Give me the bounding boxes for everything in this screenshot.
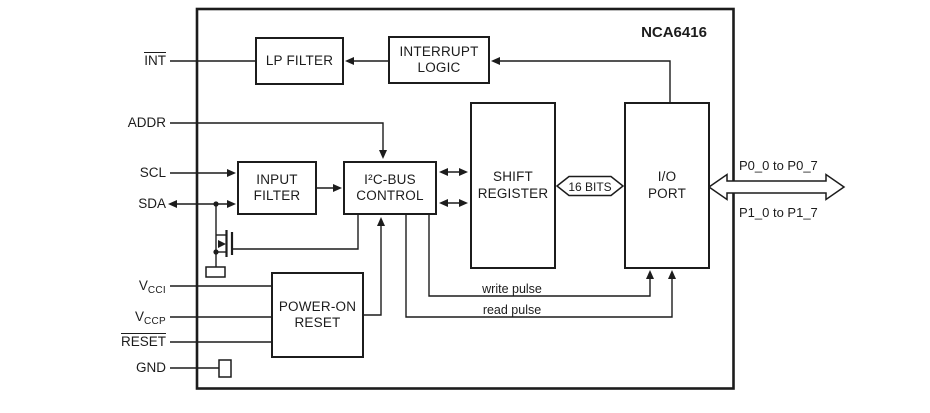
pin-label-gnd: GND [136, 360, 166, 375]
arrow-read-up [668, 270, 676, 279]
wire-por-to-i2c [364, 222, 382, 316]
block-i2c-bus-control: I²C-BUS CONTROL [343, 161, 437, 215]
16-bit-bus-arrow [555, 175, 625, 197]
bus-label-port0: P0_0 to P0_7 [739, 158, 818, 173]
pin-label-int: INT [70, 51, 166, 71]
arrow-bidir2-right [459, 199, 468, 207]
chip-boundary [195, 7, 735, 390]
arrow-into-i2c [333, 184, 342, 192]
vcci-base: V [138, 278, 148, 293]
block-input-filter: INPUT FILTER [237, 161, 317, 215]
sda-junction-dot [213, 201, 219, 207]
arrow-write-up [646, 270, 654, 279]
arrow-bidir2-left [439, 199, 448, 207]
connection-wires [170, 60, 673, 369]
vccp-base: V [134, 309, 144, 324]
mosfet-body-arrow [218, 240, 226, 248]
write-pulse-label: write pulse [482, 282, 542, 296]
arrow-addr-down [379, 150, 387, 159]
wire-read-pulse [405, 214, 673, 318]
read-pulse-label: read pulse [482, 303, 542, 317]
block-lp-filter: LP FILTER [255, 37, 344, 85]
arrow-sda-left [168, 200, 177, 208]
mosfet-junction-dot [213, 249, 219, 255]
arrow-bidir1-right [459, 168, 468, 176]
wire-write-pulse [428, 214, 651, 297]
vcci-subscript: CCI [147, 285, 166, 296]
block-io-port: I/O PORT [624, 102, 710, 269]
vccp-subscript: CCP [143, 316, 166, 327]
arrow-into-lpfilter [345, 57, 354, 65]
pin-label-reset: RESET [70, 332, 166, 352]
wire-addr [170, 122, 384, 154]
int-overline-text: INT [144, 52, 166, 68]
bus-label-port1: P1_0 to P1_7 [739, 205, 818, 220]
arrow-bidir1-left [439, 168, 448, 176]
arrowheads [168, 57, 676, 279]
arrow-sda-right [227, 200, 236, 208]
block-shift-register: SHIFT REGISTER [470, 102, 556, 269]
chip-title: NCA6416 [641, 24, 707, 41]
arrow-por-up [377, 217, 385, 226]
arrow-into-ilogic [491, 57, 500, 65]
mosfet-symbol [205, 201, 359, 278]
gnd-resistor-symbol [218, 359, 232, 378]
pin-label-scl: SCL [139, 165, 166, 180]
block-power-on-reset: POWER-ON RESET [271, 272, 364, 358]
resistor-symbol [205, 266, 226, 278]
port-bus-arrow [707, 173, 846, 201]
pin-label-vccp: VCCP [70, 307, 166, 327]
bus-label-16-bits: 16 BITS [568, 180, 612, 194]
reset-overline-text: RESET [120, 333, 166, 349]
mosfet-gate-wire [232, 214, 359, 250]
pin-label-sda: SDA [138, 196, 166, 211]
block-interrupt-logic: INTERRUPT LOGIC [388, 36, 490, 84]
pin-label-addr: ADDR [127, 115, 166, 130]
pin-label-vcci: VCCI [70, 276, 166, 296]
arrow-scl-right [227, 169, 236, 177]
wire-ioport-to-ilogic [496, 60, 671, 102]
